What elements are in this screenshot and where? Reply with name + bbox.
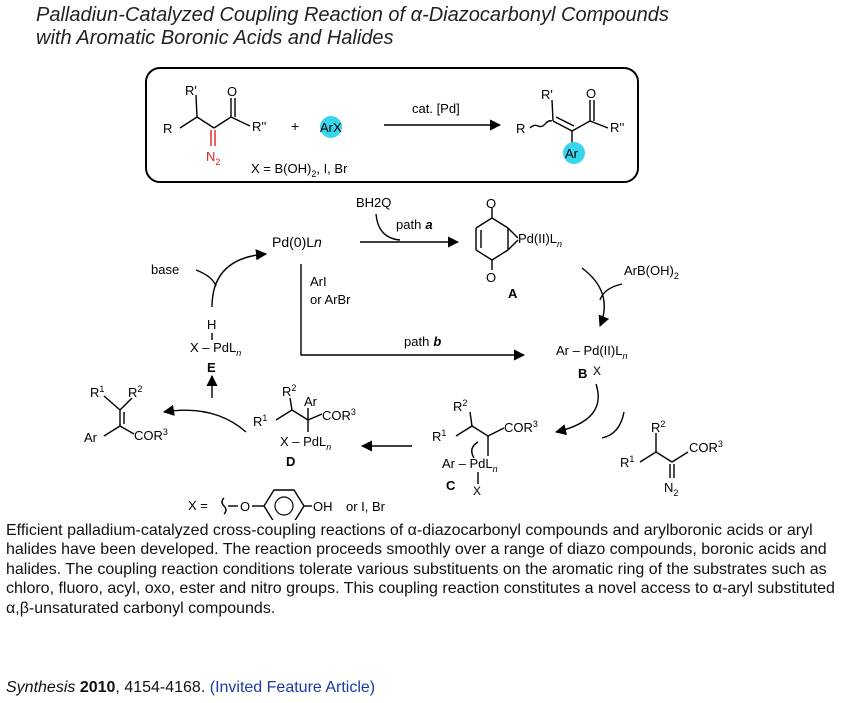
pd0-label: Pd(0)Ln <box>272 234 322 250</box>
c-r1: R1 <box>432 428 446 444</box>
base-label: base <box>151 262 179 277</box>
product-r: R <box>516 121 525 136</box>
d-to-product-arrow <box>162 404 247 433</box>
bh2q-label: BH2Q <box>356 195 391 210</box>
reaction-box <box>145 67 639 183</box>
p-r2: R2 <box>128 384 142 400</box>
title-line-1: Palladiun-Catalyzed Coupling Reaction of… <box>36 4 669 26</box>
sub-r1: R1 <box>620 454 634 470</box>
a-compound-label: A <box>508 286 518 301</box>
b-to-c-arrow <box>554 383 599 436</box>
e-compound-label: E <box>207 360 216 375</box>
r-prime-label: R' <box>185 83 197 98</box>
d-cor3: COR3 <box>322 407 356 423</box>
x-wavy-bond <box>221 497 227 515</box>
a-bottom-o: O <box>486 270 496 285</box>
catalyst-label: cat. [Pd] <box>412 101 460 116</box>
x-benzene-aromatic <box>274 496 294 516</box>
diazo-substrate-bonds <box>179 94 251 129</box>
x-tail-label: or I, Br <box>346 499 386 514</box>
citation: Synthesis 2010, 4154-4168. (Invited Feat… <box>6 679 375 697</box>
cycle-product-bonds <box>103 395 135 437</box>
sub-cor3: COR3 <box>689 439 723 455</box>
product-ar: Ar <box>565 146 579 161</box>
e-to-pd0-arrow <box>211 249 268 308</box>
d-r1: R1 <box>253 413 267 429</box>
intermediate-c-bonds <box>455 411 505 484</box>
citation-journal: Synthesis <box>6 679 76 696</box>
p-ar: Ar <box>84 430 98 445</box>
citation-note[interactable]: (Invited Feature Article) <box>209 679 376 696</box>
c-r2: R2 <box>453 398 467 414</box>
product-bonds <box>529 99 609 144</box>
arx-label: ArX <box>320 120 342 135</box>
d-r2: R2 <box>282 383 296 399</box>
p-cor3: COR3 <box>134 427 168 443</box>
arboh2-curve <box>599 283 623 301</box>
base-curve <box>195 269 217 287</box>
x-eq-label: X = <box>188 498 208 513</box>
r-label: R <box>163 121 172 136</box>
d-compound-label: D <box>286 454 295 469</box>
e-h-label: H <box>207 317 216 332</box>
sub-r2: R2 <box>651 419 665 435</box>
carbonyl-o-label: O <box>227 84 237 99</box>
ari-label: ArI <box>310 274 327 289</box>
path-b-arrow <box>300 264 526 361</box>
intermediate-d-bonds <box>275 397 323 432</box>
product-r-prime: R' <box>541 87 553 102</box>
a-top-o: O <box>486 196 496 211</box>
c-cor3: COR3 <box>504 419 538 435</box>
c-compound-label: C <box>446 478 456 493</box>
r-double-prime-label: R'' <box>252 119 266 134</box>
page-title: Palladiun-Catalyzed Coupling Reaction of… <box>36 4 669 50</box>
cycle-substrate-bonds <box>639 433 689 478</box>
c-pd-label: Ar – PdLn <box>442 456 498 474</box>
reaction-scheme: R' R O R'' N2 + ArX X = B(OH)2, I, Br ca… <box>84 67 723 520</box>
citation-year: 2010 <box>79 679 116 696</box>
a-pd-label: Pd(II)Ln <box>518 231 562 249</box>
ar-highlight-product <box>563 142 585 164</box>
bh2q-curve <box>375 213 401 241</box>
diazo-n-label: N2 <box>206 149 220 167</box>
c-x-label: X <box>473 484 481 498</box>
product-o: O <box>586 86 596 101</box>
b-compound-label: B <box>578 366 587 381</box>
b-pd-label: Ar – Pd(II)Ln <box>556 343 627 361</box>
x-o-label: O <box>240 499 250 514</box>
product-r-double-prime: R'' <box>610 120 624 135</box>
d-ar: Ar <box>304 394 318 409</box>
p-r1: R1 <box>90 384 104 400</box>
or-arbr-label: or ArBr <box>310 292 351 307</box>
diazo-double-bond <box>210 130 216 146</box>
b-x-label: X <box>593 364 601 378</box>
intermediate-a-bonds <box>475 208 519 270</box>
plus-sign: + <box>291 118 299 134</box>
e-pd-label: X – PdLn <box>190 340 241 358</box>
citation-pages: , 4154-4168. <box>115 679 206 696</box>
x-oh-label: OH <box>313 499 333 514</box>
abstract-text: Efficient palladium-catalyzed cross-coup… <box>6 522 835 617</box>
ar-highlight-reactant <box>320 116 342 138</box>
sub-n2: N2 <box>664 480 678 498</box>
substrate-curve <box>601 411 625 439</box>
x-definition: X = B(OH)2, I, Br <box>251 161 348 179</box>
title-line-2: with Aromatic Boronic Acids and Halides <box>36 27 394 49</box>
d-pd-label: X – PdLn <box>280 434 331 452</box>
arboh2-label: ArB(OH)2 <box>624 263 679 281</box>
